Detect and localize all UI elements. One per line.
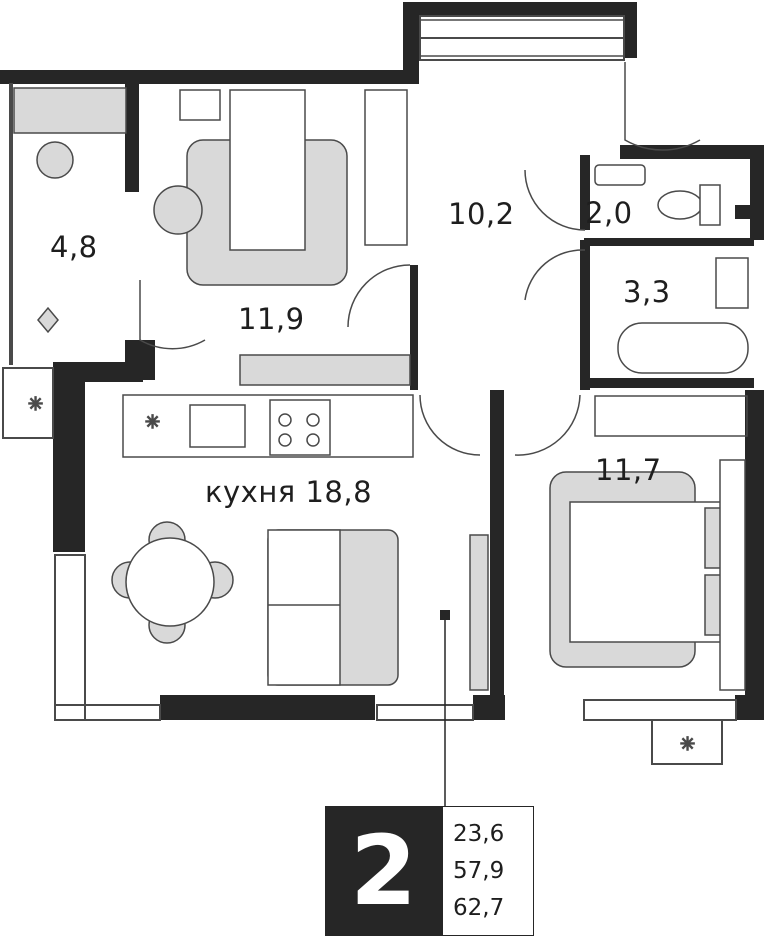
rooms-count-badge: 2 xyxy=(325,806,442,936)
callout-line xyxy=(440,610,450,806)
room-label-wc: 2,0 xyxy=(585,196,633,230)
radiators xyxy=(239,19,748,437)
area-with-balcony-value: 62,7 xyxy=(453,894,505,921)
svg-text:✳: ✳ xyxy=(28,394,43,415)
windows xyxy=(2,15,737,765)
room-label-loggia: 4,8 xyxy=(50,230,98,264)
walls xyxy=(0,2,764,720)
room-label-bedroom-2: 11,7 xyxy=(595,453,662,487)
room-label-bedroom-1: 11,9 xyxy=(238,302,305,336)
svg-text:✳: ✳ xyxy=(680,734,695,755)
living-area-value: 23,6 xyxy=(453,820,505,847)
furniture: ✳ ✳ ✳ xyxy=(13,87,749,756)
room-label-hall: 10,2 xyxy=(448,197,515,231)
doors xyxy=(139,62,701,456)
room-label-bath: 3,3 xyxy=(623,275,671,309)
room-label-kitchen: кухня 18,8 xyxy=(205,475,373,509)
area-summary: 23,6 57,9 62,7 xyxy=(442,806,534,936)
total-area-value: 57,9 xyxy=(453,857,505,884)
svg-text:✳: ✳ xyxy=(145,412,160,433)
